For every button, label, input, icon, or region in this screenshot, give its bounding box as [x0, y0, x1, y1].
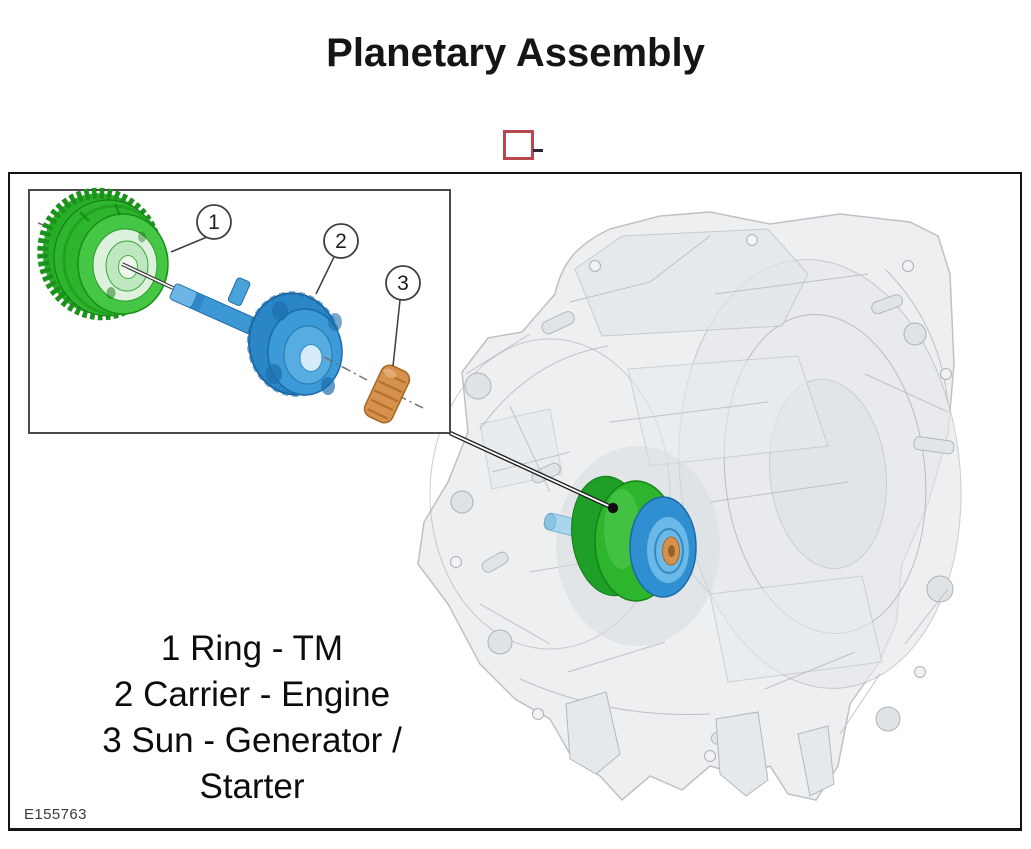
inset-panel: 1 2 3	[28, 187, 451, 434]
callout-3-circle	[385, 265, 421, 301]
installed-planetary-assembly	[543, 446, 720, 646]
case-feet	[565, 691, 835, 797]
callout-2-circle	[323, 223, 359, 259]
callouts: 1 2 3	[170, 204, 421, 367]
centerline-mid	[323, 356, 368, 381]
carrier-graphic	[169, 277, 343, 397]
inset-leader-line	[449, 430, 619, 514]
leader-dot	[607, 502, 619, 514]
figure-code: E155763	[24, 806, 87, 823]
legend-line-sun: 3 Sun - Generator /	[102, 721, 402, 760]
callout-2-number: 2	[335, 230, 347, 253]
figure-frame: 1 2 3 1 Ring - TM 2 Carrier - Engine 3 S…	[8, 172, 1022, 831]
callout-1-leader	[170, 236, 208, 253]
legend-line-sun-cont: Starter	[199, 767, 305, 806]
callout-2-leader	[315, 256, 335, 295]
transmission-case	[417, 211, 962, 802]
legend-line-carrier: 2 Carrier - Engine	[113, 675, 391, 714]
callout-1-circle	[196, 204, 232, 240]
broken-image-placeholder-icon	[503, 130, 534, 160]
legend-line-ring: 1 Ring - TM	[160, 629, 344, 668]
planetary-assembly-diagram: 1 2 3	[28, 187, 962, 802]
placeholder-dash-icon	[533, 149, 543, 152]
sun-gear-graphic	[363, 364, 411, 424]
callout-1-number: 1	[208, 211, 220, 234]
callout-3-leader	[392, 299, 401, 367]
callout-3-number: 3	[397, 272, 409, 295]
ring-axis-line	[121, 262, 174, 290]
installed-sun-gear-graphic	[662, 536, 680, 566]
case-bosses	[450, 234, 954, 762]
legend: 1 Ring - TM 2 Carrier - Engine 3 Sun - G…	[46, 626, 458, 810]
case-wireframe	[465, 235, 949, 735]
case-details	[429, 228, 962, 745]
page-title: Planetary Assembly	[326, 31, 705, 75]
